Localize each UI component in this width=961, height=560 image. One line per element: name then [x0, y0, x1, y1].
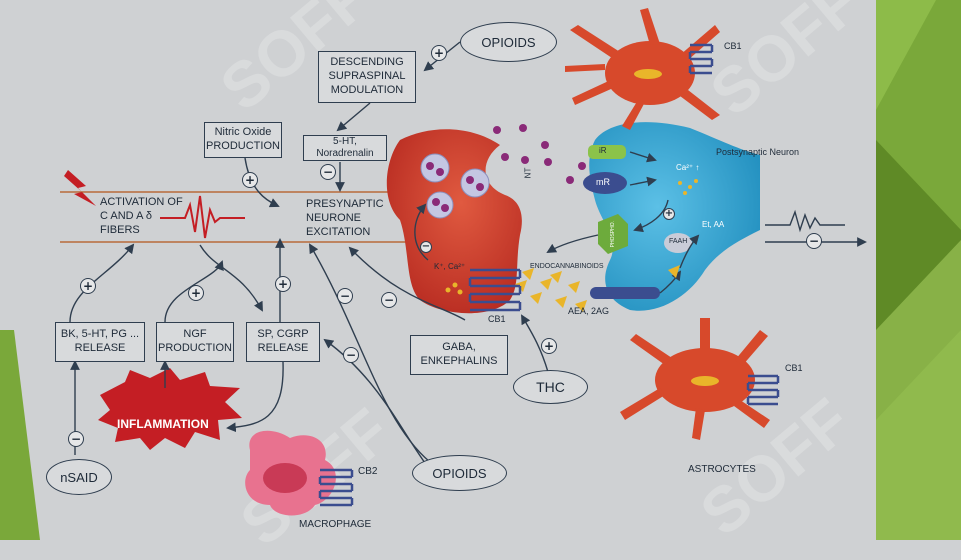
faah-label: FAAH: [669, 238, 688, 245]
inflammation-label: INFLAMMATION: [117, 417, 209, 431]
nitric-oxide-box: Nitric Oxide PRODUCTION: [204, 122, 282, 158]
ngf-box: NGF PRODUCTION: [156, 322, 234, 362]
plus-sign: +: [242, 172, 258, 188]
aea-label: AEA, 2AG: [568, 306, 610, 316]
minus-sign: −: [343, 347, 359, 363]
presynaptic-terminal: [386, 129, 522, 314]
serotonin-box: 5-HT, Noradrenalin: [303, 135, 387, 161]
descending-modulation-box: DESCENDING SUPRASPINAL MODULATION: [318, 51, 416, 103]
plus-sign: +: [663, 208, 675, 220]
minus-sign: −: [320, 164, 336, 180]
astrocyte-top: [565, 8, 720, 130]
diagram-graphics: [60, 8, 867, 516]
endocannabinoids-label: ENDOCANNABINOIDS: [530, 263, 604, 270]
lightning-icon: [64, 170, 96, 206]
ions-label: K⁺, Ca²⁺: [434, 262, 466, 271]
minus-sign: −: [337, 288, 353, 304]
minus-sign: −: [68, 431, 84, 447]
cb1-receptor-presyn: [468, 268, 522, 312]
presynaptic-excitation-label: PRESYNAPTIC NEURONE EXCITATION: [306, 198, 384, 238]
cb1-presyn-label: CB1: [488, 314, 506, 324]
nt-label: NT: [523, 167, 533, 179]
plus-sign: +: [541, 338, 557, 354]
plus-sign: +: [275, 276, 291, 292]
macrophage-label: MACROPHAGE: [299, 519, 372, 530]
green-decor-right: [876, 0, 961, 540]
astrocytes-label: ASTROCYTES: [688, 464, 756, 475]
cb1-astro-label: CB1: [785, 363, 803, 373]
minus-sign: −: [420, 241, 432, 253]
ca-label: Ca²⁺ ↑: [676, 163, 700, 172]
cb1-receptor-astro: [746, 374, 780, 406]
cb2-label: CB2: [358, 466, 378, 477]
activation-label: ACTIVATION OF C AND A δ FIBERS: [100, 196, 183, 236]
postsynaptic-label: Postsynaptic Neuron: [716, 147, 800, 157]
plus-sign: +: [188, 285, 204, 301]
opioids-bottom-node: OPIOIDS: [412, 455, 507, 491]
mr-label: mR: [596, 177, 610, 187]
thc-node: THC: [513, 370, 588, 404]
sp-cgrp-box: SP, CGRP RELEASE: [246, 322, 320, 362]
enzyme-label: PHOSPHO.: [610, 220, 617, 248]
et-aa-label: Et, AA: [702, 220, 725, 229]
ir-label: iR: [599, 146, 607, 155]
postsynaptic-neuron: [589, 122, 760, 311]
plus-sign: +: [80, 278, 96, 294]
astrocyte-bottom: [620, 318, 770, 440]
cb2-receptor: [318, 468, 354, 507]
minus-sign: −: [381, 292, 397, 308]
action-potential-trace: [160, 195, 245, 239]
minus-sign: −: [806, 233, 822, 249]
nsaid-node: nSAID: [46, 459, 112, 495]
opioids-top-node: OPIOIDS: [460, 22, 557, 62]
inflammation-burst: [98, 368, 242, 450]
green-decor-left: [0, 330, 40, 540]
bk-release-box: BK, 5-HT, PG ... RELEASE: [55, 322, 145, 362]
gaba-box: GABA, ENKEPHALINS: [410, 335, 508, 375]
cb1-top-label: CB1: [724, 41, 742, 51]
cb1-receptor-top: [688, 43, 714, 75]
plus-sign: +: [431, 45, 447, 61]
